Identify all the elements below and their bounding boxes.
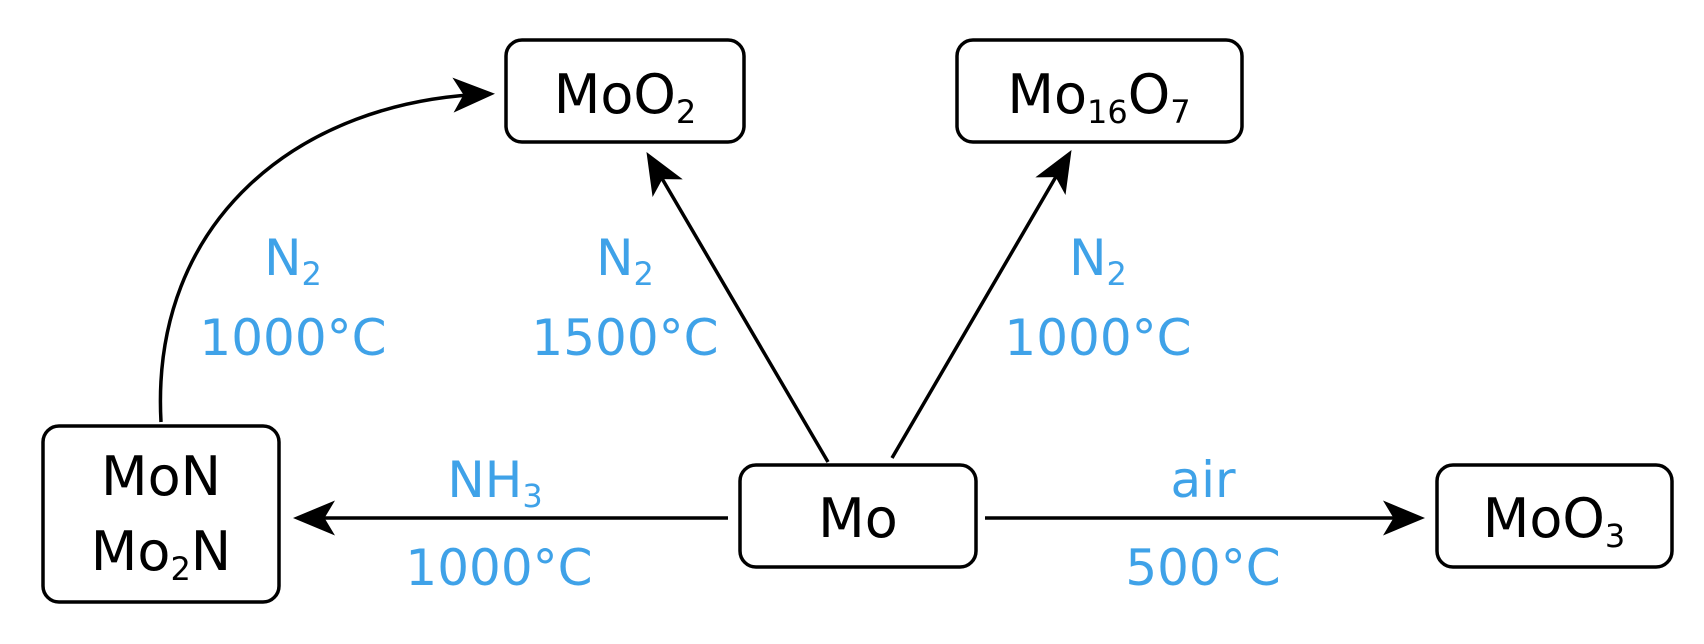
node-box-moo2 <box>504 38 746 144</box>
condition-temp-moo3: 500°C <box>1125 539 1280 597</box>
arrow-nitrides-to-moo2 <box>158 77 495 423</box>
node-box-mo16o7 <box>955 38 1244 144</box>
condition-temp-moo2: 1500°C <box>531 309 718 367</box>
node-box-moo3 <box>1435 463 1674 569</box>
condition-gas-curve: N2 <box>264 229 322 293</box>
node-label-mo: Mo <box>818 487 898 550</box>
condition-gas-moo3: air <box>1170 451 1236 509</box>
arrow-mo-to-mo16o7 <box>890 149 1072 459</box>
node-box-mo <box>738 463 978 569</box>
arrow-mo-to-moo2 <box>646 151 830 463</box>
condition-temp-mo16o7: 1000°C <box>1004 309 1191 367</box>
node-label-moo2: MoO2 <box>554 63 697 131</box>
node-box-nitrides <box>41 424 281 604</box>
condition-temp-curve: 1000°C <box>199 309 386 367</box>
node-label-moo3: MoO3 <box>1483 487 1626 555</box>
node-label-mon: MoN <box>101 445 221 508</box>
node-label-mo16o7: Mo16O7 <box>1007 63 1190 131</box>
condition-gas-moo2: N2 <box>596 229 654 293</box>
node-label-mo2n: Mo2N <box>91 520 231 588</box>
condition-gas-mo16o7: N2 <box>1069 229 1127 293</box>
condition-gas-nitrides: NH3 <box>447 451 542 515</box>
condition-temp-nitrides: 1000°C <box>405 539 592 597</box>
